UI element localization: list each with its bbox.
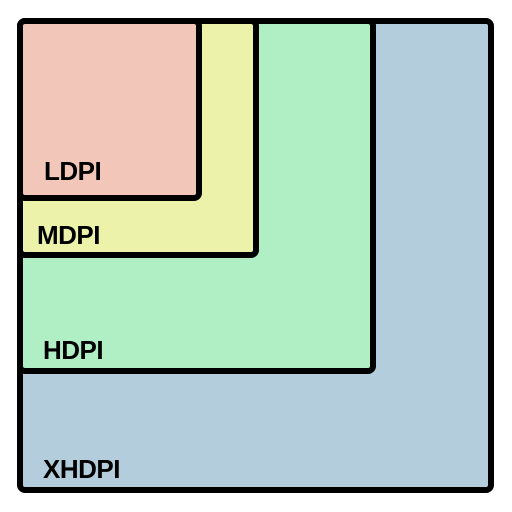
ldpi-box: LDPI <box>17 18 202 201</box>
xhdpi-label: XHDPI <box>43 454 120 484</box>
ldpi-label: LDPI <box>44 156 102 186</box>
hdpi-label: HDPI <box>43 335 104 365</box>
mdpi-label: MDPI <box>37 220 101 250</box>
